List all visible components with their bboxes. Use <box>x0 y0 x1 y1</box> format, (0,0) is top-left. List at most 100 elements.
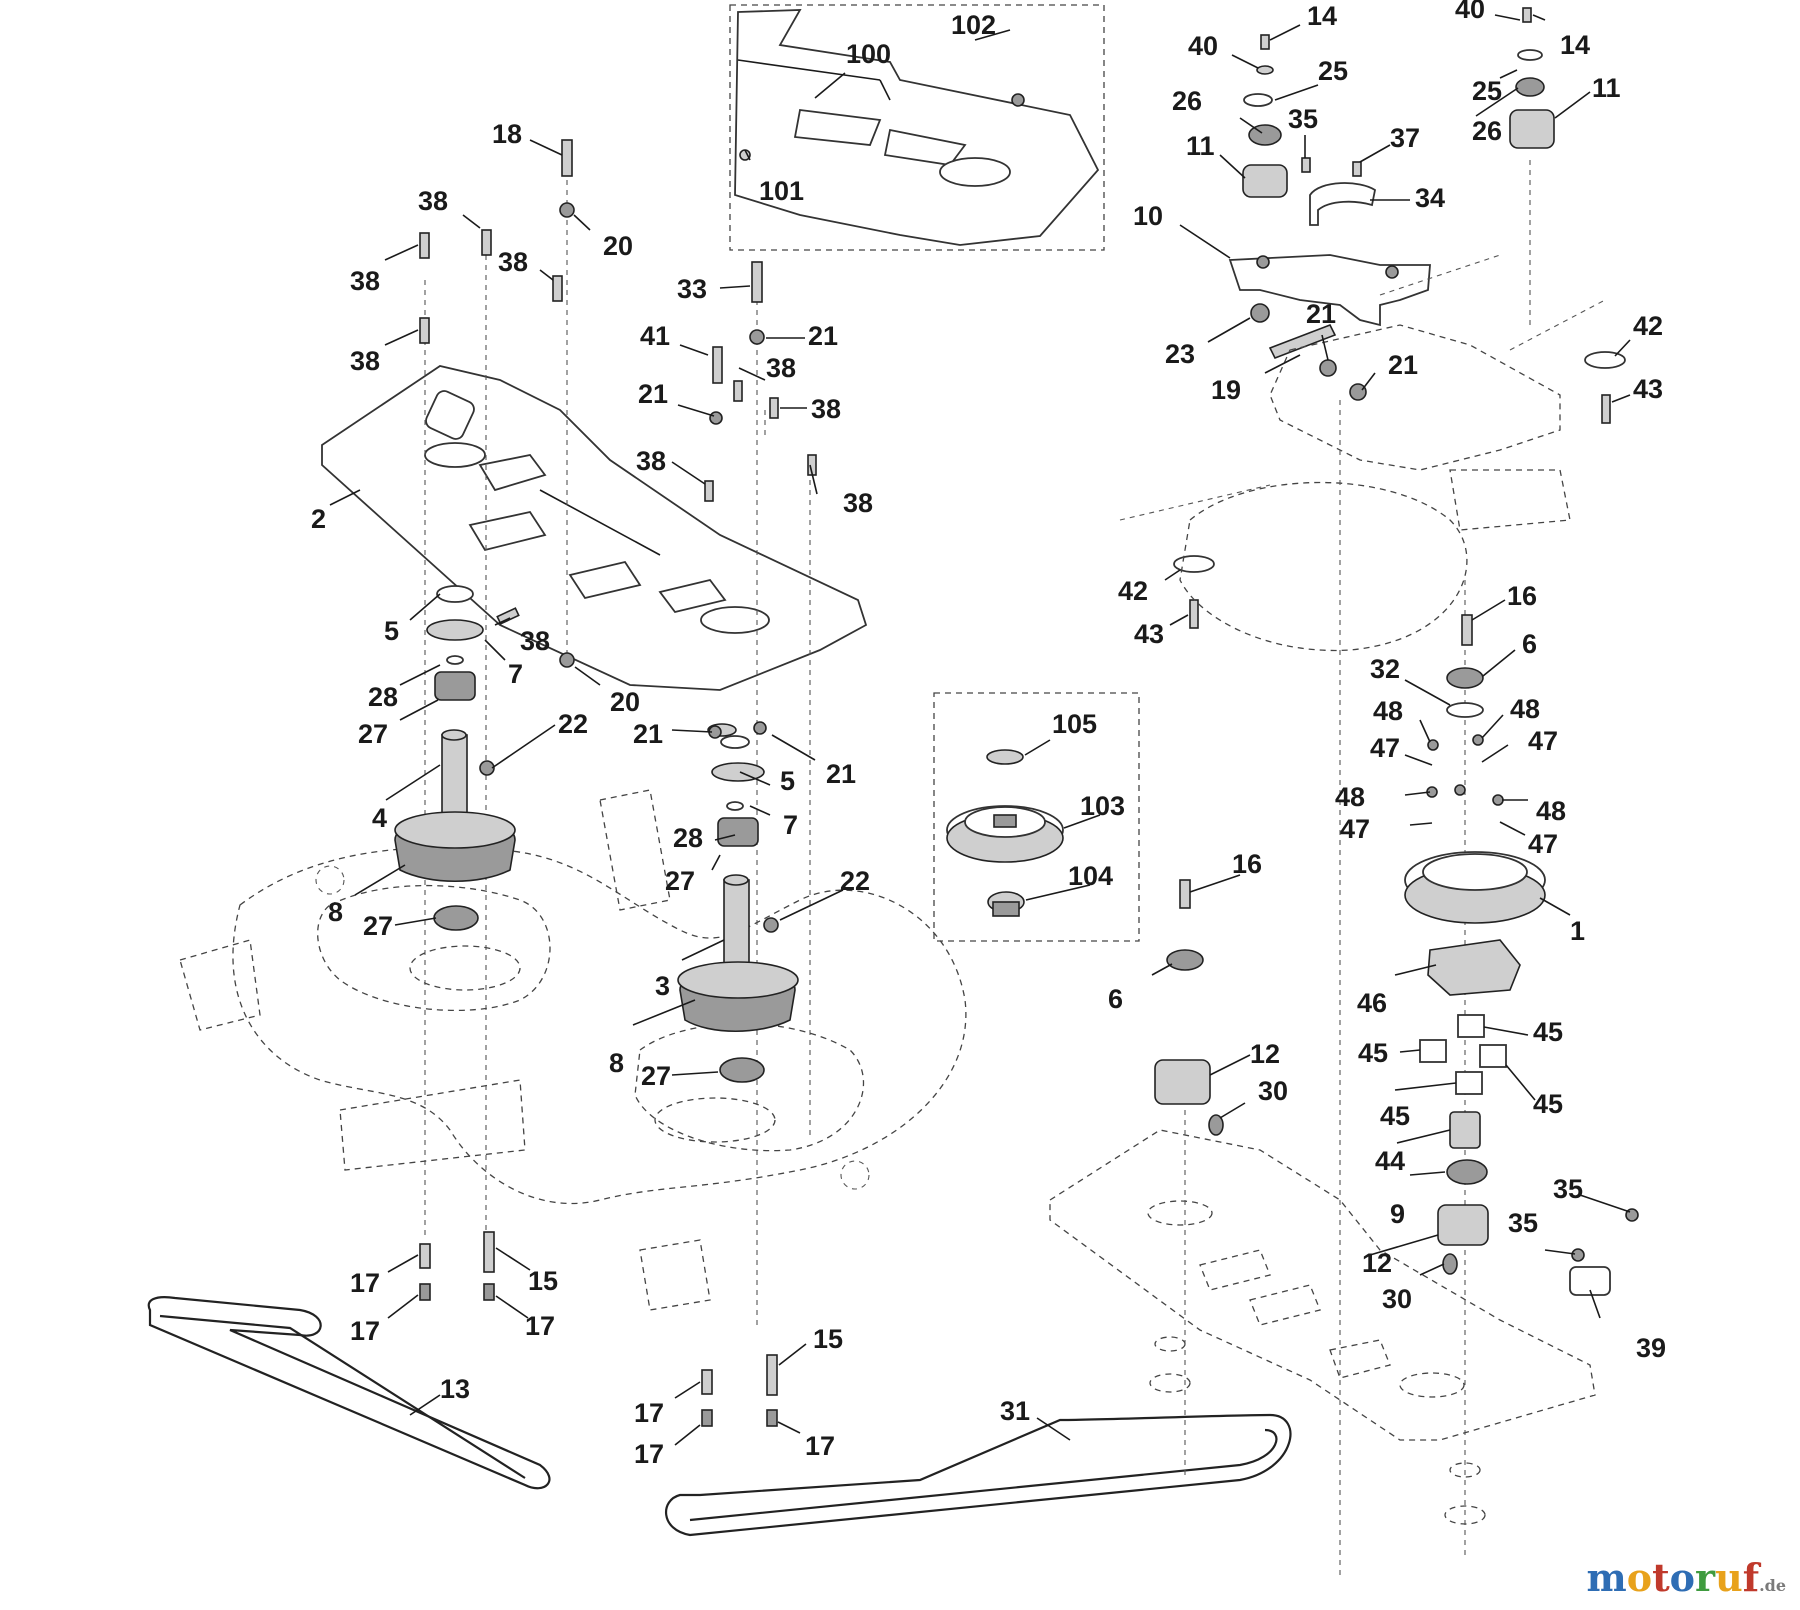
label-28: 28 <box>673 823 703 853</box>
label-35: 35 <box>1288 104 1318 134</box>
label-15: 15 <box>528 1266 558 1296</box>
label-19: 19 <box>1211 375 1241 405</box>
label-37: 37 <box>1390 123 1420 153</box>
label-27: 27 <box>641 1061 671 1091</box>
label-42: 42 <box>1118 576 1148 606</box>
logo-letter: t <box>1652 1555 1670 1600</box>
label-2: 2 <box>311 504 326 534</box>
label-31: 31 <box>1000 1396 1030 1426</box>
label-25: 25 <box>1472 76 1502 106</box>
label-27: 27 <box>358 719 388 749</box>
logo-letter: f <box>1742 1555 1760 1600</box>
label-38: 38 <box>811 394 841 424</box>
label-18: 18 <box>492 119 522 149</box>
logo-letter: m <box>1586 1555 1627 1600</box>
label-32: 32 <box>1370 654 1400 684</box>
label-17: 17 <box>525 1311 555 1341</box>
label-45: 45 <box>1358 1038 1388 1068</box>
label-46: 46 <box>1357 988 1387 1018</box>
label-5: 5 <box>780 766 795 796</box>
logo-letter: u <box>1715 1555 1743 1600</box>
label-38: 38 <box>636 446 666 476</box>
deck-plate-right-upper <box>1119 160 1606 1580</box>
label-16: 16 <box>1507 581 1537 611</box>
logo-letter: o <box>1626 1555 1653 1600</box>
label-48: 48 <box>1373 696 1403 726</box>
label-22: 22 <box>558 709 588 739</box>
label-48: 48 <box>1536 796 1566 826</box>
label-20: 20 <box>603 231 633 261</box>
label-21: 21 <box>633 719 663 749</box>
label-8: 8 <box>328 897 343 927</box>
label-30: 30 <box>1258 1076 1288 1106</box>
label-10: 10 <box>1133 201 1163 231</box>
label-7: 7 <box>508 659 523 689</box>
label-30: 30 <box>1382 1284 1412 1314</box>
label-103: 103 <box>1080 791 1125 821</box>
label-102: 102 <box>951 10 996 40</box>
part-number-labels: 100 102 101 18 38 20 38 38 38 2 33 41 21… <box>311 0 1666 1469</box>
logo-letter: r <box>1695 1555 1716 1600</box>
label-11: 11 <box>1592 73 1621 103</box>
label-26: 26 <box>1472 116 1502 146</box>
label-45: 45 <box>1380 1101 1410 1131</box>
label-4: 4 <box>372 803 387 833</box>
label-14: 14 <box>1560 30 1590 60</box>
label-38: 38 <box>350 346 380 376</box>
label-26: 26 <box>1172 86 1202 116</box>
inset-plate-detail <box>729 4 1105 251</box>
label-47: 47 <box>1528 829 1558 859</box>
inset-pulley-detail <box>933 692 1140 942</box>
label-6: 6 <box>1522 629 1537 659</box>
label-45: 45 <box>1533 1017 1563 1047</box>
label-35: 35 <box>1553 1174 1583 1204</box>
label-21: 21 <box>638 379 668 409</box>
belt-31 <box>665 1413 1292 1537</box>
label-5: 5 <box>384 616 399 646</box>
label-17: 17 <box>805 1431 835 1461</box>
label-38: 38 <box>350 266 380 296</box>
label-41: 41 <box>640 321 670 351</box>
label-14: 14 <box>1307 1 1337 31</box>
pulley-stack-right <box>1404 614 1639 1296</box>
label-11: 11 <box>1186 131 1215 161</box>
label-38: 38 <box>520 626 550 656</box>
mounting-plate-2 <box>321 365 868 691</box>
label-43: 43 <box>1134 619 1164 649</box>
label-17: 17 <box>350 1268 380 1298</box>
label-38: 38 <box>418 186 448 216</box>
label-6: 6 <box>1108 984 1123 1014</box>
label-105: 105 <box>1052 709 1097 739</box>
label-21: 21 <box>1306 299 1336 329</box>
pulley-stack-center <box>1154 879 1224 1136</box>
label-47: 47 <box>1370 733 1400 763</box>
label-100: 100 <box>846 39 891 69</box>
logo-letters: motoruf <box>1587 1555 1760 1600</box>
label-40: 40 <box>1455 0 1485 24</box>
label-27: 27 <box>363 911 393 941</box>
label-17: 17 <box>350 1316 380 1346</box>
label-7: 7 <box>783 810 798 840</box>
assembly-guides-left <box>424 160 811 1330</box>
label-12: 12 <box>1362 1248 1392 1278</box>
logo-letter: o <box>1669 1555 1696 1600</box>
label-47: 47 <box>1528 726 1558 756</box>
spindle-assembly-3 <box>677 723 799 1083</box>
label-47: 47 <box>1340 814 1370 844</box>
label-17: 17 <box>634 1439 664 1469</box>
label-8: 8 <box>609 1048 624 1078</box>
label-27: 27 <box>665 866 695 896</box>
label-38: 38 <box>766 353 796 383</box>
label-12: 12 <box>1250 1039 1280 1069</box>
label-17: 17 <box>634 1398 664 1428</box>
label-28: 28 <box>368 682 398 712</box>
label-101: 101 <box>759 176 804 206</box>
motoruf-logo: motoruf.de <box>1587 1555 1786 1600</box>
deck-plate-right-lower <box>1049 1110 1596 1525</box>
label-35: 35 <box>1508 1208 1538 1238</box>
label-13: 13 <box>440 1374 470 1404</box>
label-21: 21 <box>1388 350 1418 380</box>
label-38: 38 <box>843 488 873 518</box>
label-21: 21 <box>826 759 856 789</box>
